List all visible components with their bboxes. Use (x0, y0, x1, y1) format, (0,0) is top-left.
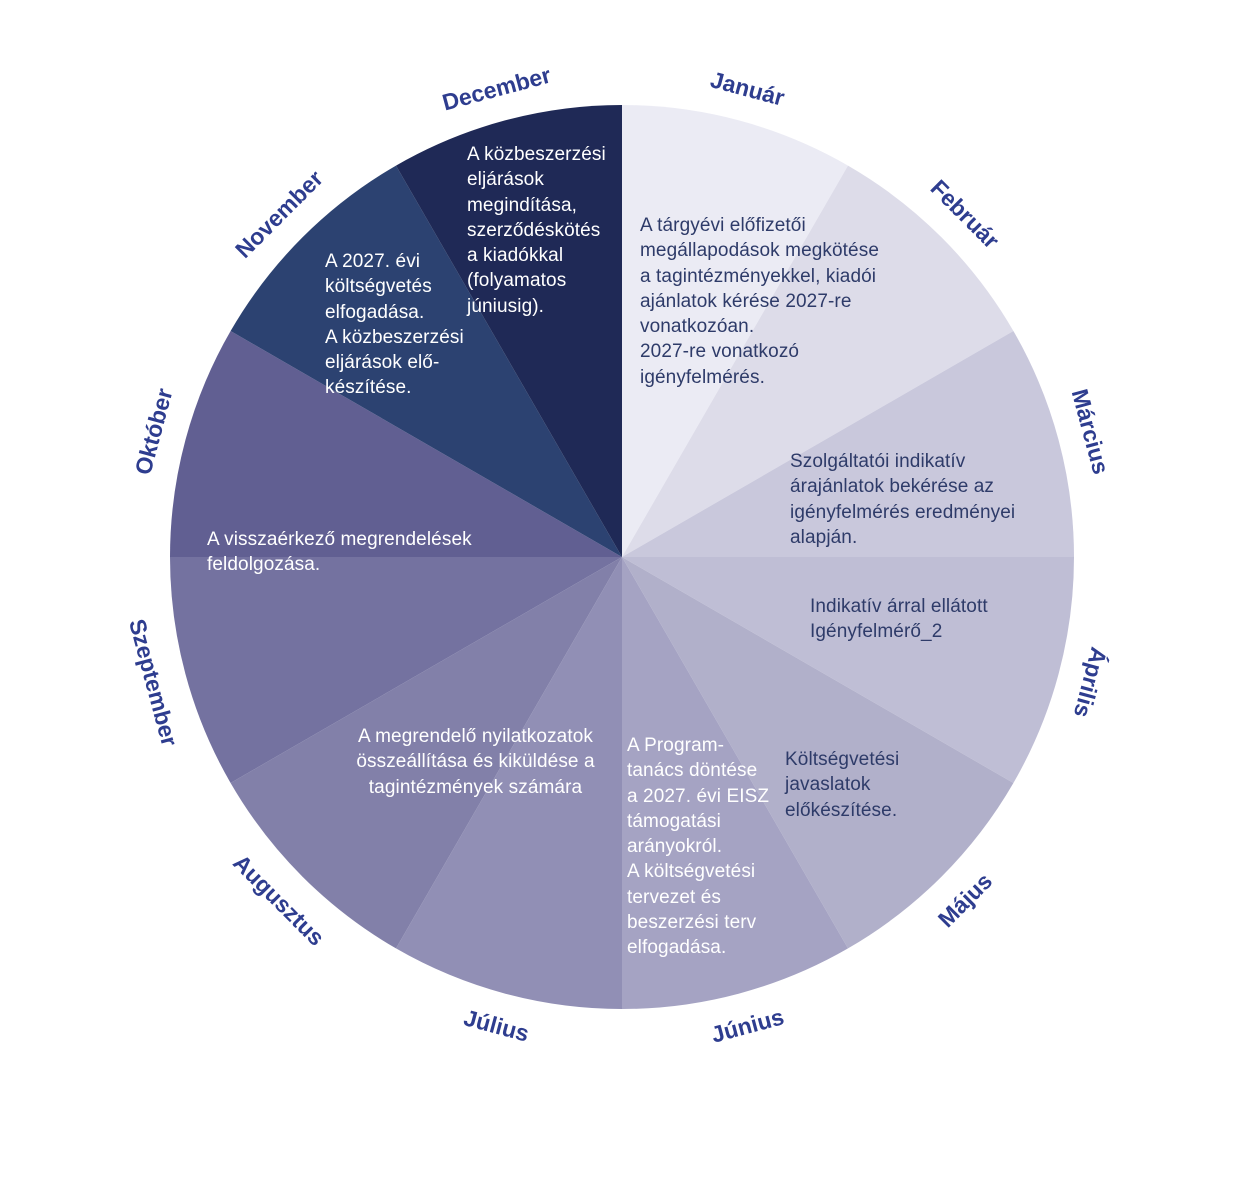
segment-november (230, 165, 622, 557)
note-majus: Költségvetési javaslatok előkészítése. (785, 749, 900, 821)
note-oktober: A visszaérkező megrendelések feldolgozás… (207, 529, 472, 576)
note-december: A közbeszerzési eljárások megindítása, s… (467, 144, 606, 317)
segment-januar (622, 105, 848, 557)
month-label-december: December (439, 62, 553, 116)
month-label-junius: Június (708, 1003, 786, 1047)
month-label-julius: Július (461, 1004, 532, 1046)
segment-december (396, 105, 622, 557)
month-label-oktober: Október (130, 386, 178, 478)
segment-augusztus (230, 557, 622, 949)
month-label-majus: Május (933, 868, 997, 932)
segment-oktober (170, 331, 622, 557)
segment-majus (622, 557, 1014, 949)
note-aprilis: Indikatív árral ellátott Igényfelmérő_2 (810, 596, 988, 643)
segment-szeptember (170, 557, 622, 783)
month-label-szeptember: Szeptember (124, 616, 183, 749)
segment-junius (622, 557, 848, 1009)
segment-marcius (622, 331, 1074, 557)
month-label-januar: Január (708, 66, 788, 111)
note-marcius: Szolgáltatói indikatív árajánlatok bekér… (790, 451, 1016, 548)
note-julius-augusztus: A megrendelő nyilatkozatok összeállítása… (356, 726, 595, 798)
segment-julius (396, 557, 622, 1009)
note-januar-februar: A tárgyévi előfizetői megállapodások meg… (640, 215, 879, 388)
note-junius: A Program- tanács döntése a 2027. évi EI… (627, 735, 770, 959)
month-label-aprilis: Április (1069, 645, 1114, 721)
note-november: A 2027. évi költségvetés elfogadása. A k… (325, 251, 464, 399)
segment-februar (622, 165, 1014, 557)
segment-aprilis (622, 557, 1074, 783)
month-label-marcius: Március (1067, 386, 1115, 477)
